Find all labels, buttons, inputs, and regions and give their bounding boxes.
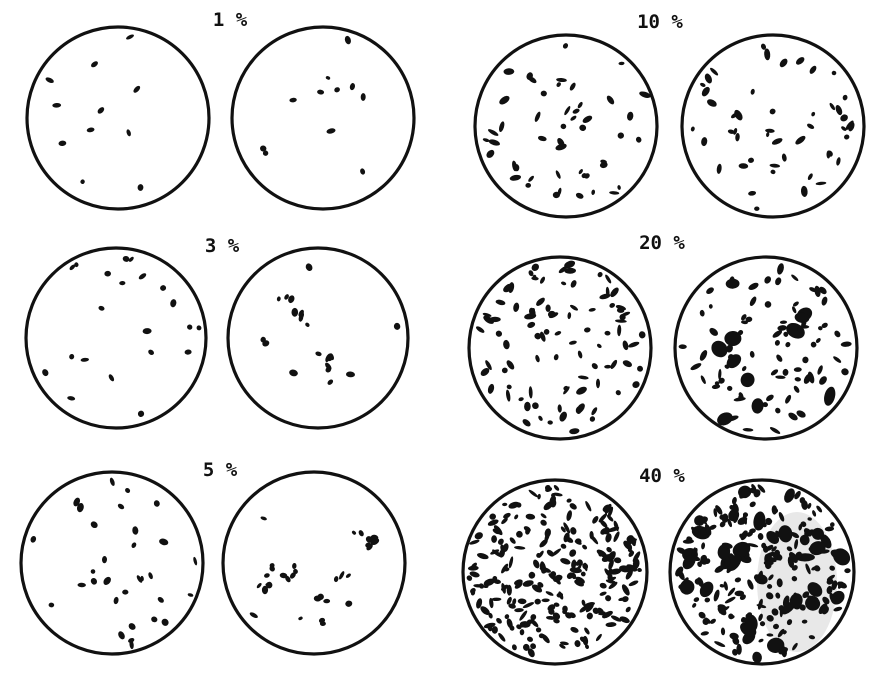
- micrograph-right-5-percent: [223, 472, 405, 654]
- micrograph-right-20-percent: [675, 257, 857, 439]
- micrograph-left-3-percent: [26, 248, 206, 428]
- panel-label-40-percent: 40 %: [639, 465, 685, 487]
- panel-20-percent: 20 %: [639, 232, 685, 254]
- particle: [122, 590, 128, 595]
- panel-label-5-percent: 5 %: [203, 459, 238, 481]
- circle-outline: [228, 248, 408, 428]
- circle-outline: [682, 35, 864, 217]
- circle-outline: [675, 257, 857, 439]
- particle: [524, 402, 531, 411]
- micrograph-right-40-percent: [670, 480, 854, 664]
- micrograph-right-10-percent: [682, 35, 864, 217]
- particle: [550, 499, 557, 508]
- circle-outline: [26, 248, 206, 428]
- micrograph-left-1-percent: [27, 27, 209, 209]
- panel-label-3-percent: 3 %: [205, 235, 240, 257]
- micrograph-left-40-percent: [463, 480, 647, 664]
- micrograph-left-5-percent: [21, 472, 203, 654]
- circle-outline: [223, 472, 405, 654]
- particle: [596, 379, 600, 389]
- panel-5-percent: 5 %: [203, 459, 238, 481]
- micrograph-circles: [21, 27, 864, 664]
- micrograph-right-3-percent: [228, 248, 408, 428]
- micrograph-left-20-percent: [469, 257, 651, 439]
- micrograph-right-1-percent: [232, 27, 414, 209]
- particle: [546, 305, 551, 312]
- panel-40-percent: 40 %: [639, 465, 685, 487]
- panel-label-20-percent: 20 %: [639, 232, 685, 254]
- micrograph-left-10-percent: [475, 35, 657, 217]
- particle: [827, 151, 831, 159]
- panel-1-percent: 1 %: [213, 9, 248, 31]
- circle-outline: [27, 27, 209, 209]
- panel-label-10-percent: 10 %: [637, 11, 683, 33]
- panel-10-percent: 10 %: [637, 11, 683, 33]
- panel-label-1-percent: 1 %: [213, 9, 248, 31]
- panel-3-percent: 3 %: [205, 235, 240, 257]
- circle-outline: [232, 27, 414, 209]
- circle-outline: [21, 472, 203, 654]
